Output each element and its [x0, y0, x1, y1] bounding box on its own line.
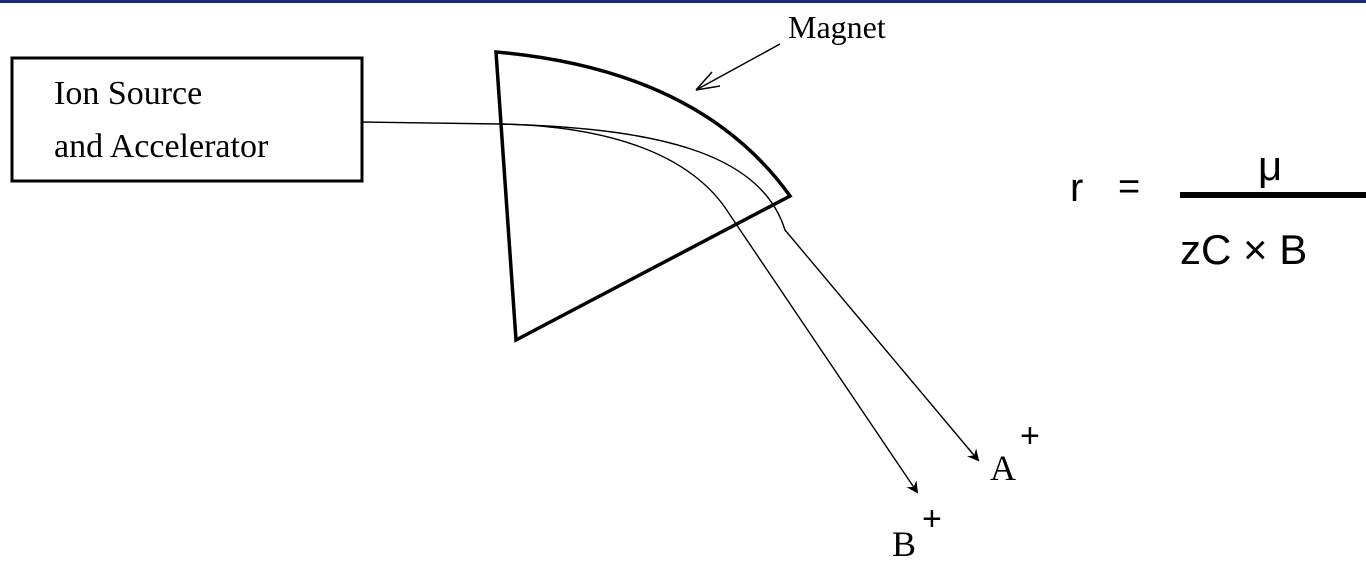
formula-equals: =: [1118, 166, 1140, 208]
magnet-sector: [494, 50, 793, 343]
formula-denominator: zC × B: [1180, 226, 1307, 273]
ion-source-label-line2: and Accelerator: [54, 128, 269, 165]
ion-source-label-line1: Ion Source: [54, 75, 202, 112]
formula-numerator: μ: [1258, 142, 1282, 189]
ion-beam-b-path: [499, 123, 919, 494]
ion-b-charge: +: [922, 500, 942, 538]
magnet-label: Magnet: [788, 9, 886, 45]
ion-b-label: B: [892, 524, 916, 562]
ion-a-label: A: [990, 448, 1016, 488]
ion-a-charge: +: [1020, 417, 1040, 455]
top-border: [0, 0, 1366, 3]
magnet-pointer-arrowhead: [695, 71, 721, 91]
formula-lhs: r: [1070, 166, 1083, 210]
magnet-pointer-arrow: [695, 43, 781, 91]
ion-beam-a-path: [361, 121, 980, 462]
ion-source-box: [10, 56, 364, 183]
formula-fraction-bar: [1180, 192, 1366, 198]
